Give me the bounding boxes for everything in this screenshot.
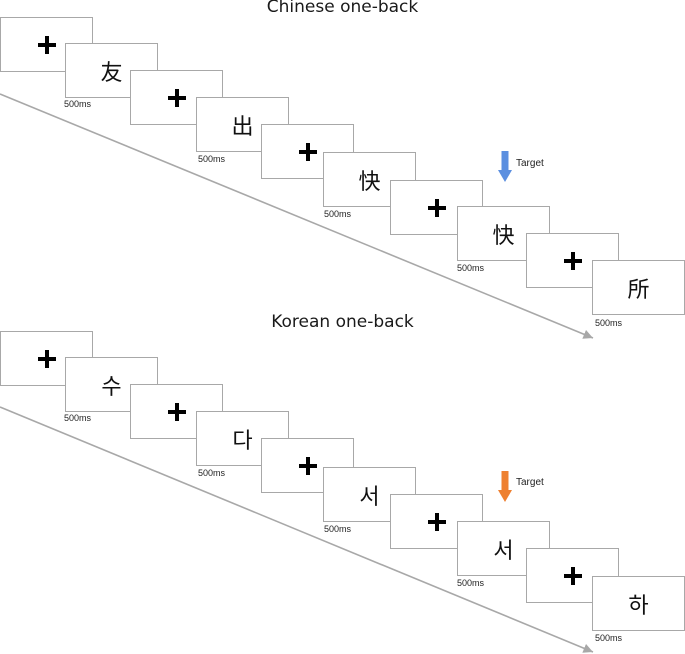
stimulus-character: 友 bbox=[100, 60, 123, 86]
fixation-cross-icon bbox=[427, 198, 446, 217]
target-label: Target bbox=[516, 477, 544, 488]
duration-label: 500ms bbox=[457, 578, 485, 588]
korean-timeline-arrow bbox=[0, 406, 594, 653]
stimulus-card: 所 bbox=[592, 260, 685, 315]
duration-label: 500ms bbox=[198, 154, 226, 164]
stimulus-card: 快 bbox=[323, 152, 416, 207]
target-arrow-down-icon bbox=[498, 151, 512, 182]
duration-label: 500ms bbox=[64, 99, 92, 109]
stimulus-character: 하 bbox=[628, 593, 649, 619]
duration-label: 500ms bbox=[324, 524, 352, 534]
stimulus-character: 快 bbox=[358, 169, 381, 195]
stimulus-character: 서 bbox=[359, 484, 380, 510]
chinese-timeline-arrow bbox=[0, 93, 594, 339]
duration-label: 500ms bbox=[457, 263, 485, 273]
fixation-cross-icon bbox=[298, 456, 317, 475]
stimulus-character: 다 bbox=[232, 428, 253, 454]
fixation-cross-icon bbox=[563, 566, 582, 585]
fixation-cross-icon bbox=[37, 35, 56, 54]
stimulus-character: 出 bbox=[231, 114, 254, 140]
fixation-cross-icon bbox=[298, 142, 317, 161]
stimulus-character: 所 bbox=[627, 277, 650, 303]
fixation-cross-icon bbox=[37, 349, 56, 368]
stimulus-character: 서 bbox=[493, 538, 514, 564]
duration-label: 500ms bbox=[595, 633, 623, 643]
duration-label: 500ms bbox=[595, 318, 623, 328]
duration-label: 500ms bbox=[198, 468, 226, 478]
fixation-cross-icon bbox=[427, 512, 446, 531]
target-arrow-down-icon bbox=[498, 471, 512, 502]
korean-panel-title: Korean one-back bbox=[271, 312, 414, 332]
target-label: Target bbox=[516, 158, 544, 169]
duration-label: 500ms bbox=[324, 209, 352, 219]
chinese-panel-title: Chinese one-back bbox=[266, 0, 419, 17]
fixation-cross-icon bbox=[167, 402, 186, 421]
fixation-cross-icon bbox=[167, 88, 186, 107]
duration-label: 500ms bbox=[64, 413, 92, 423]
fixation-cross-icon bbox=[563, 251, 582, 270]
stimulus-character: 수 bbox=[101, 374, 122, 400]
stimulus-card: 하 bbox=[592, 576, 685, 631]
stimulus-character: 快 bbox=[492, 223, 515, 249]
